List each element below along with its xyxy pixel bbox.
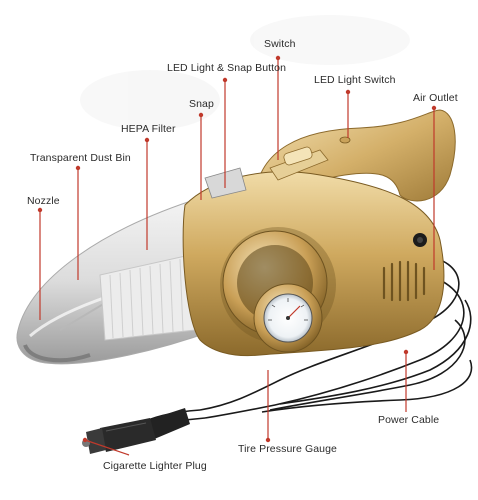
- label-air-outlet: Air Outlet: [413, 92, 458, 104]
- leader-dots: [37, 55, 437, 443]
- label-cigarette-lighter-plug: Cigarette Lighter Plug: [103, 460, 207, 472]
- label-led-light-switch: LED Light Switch: [314, 74, 396, 86]
- label-nozzle: Nozzle: [27, 195, 60, 207]
- leader-lines: [39, 58, 435, 456]
- vacuum-body-drawing: [182, 109, 456, 357]
- cigarette-lighter-plug-drawing: [82, 408, 190, 454]
- label-power-cable: Power Cable: [378, 414, 440, 426]
- label-transparent-dust-bin: Transparent Dust Bin: [30, 152, 131, 164]
- label-hepa-filter: HEPA Filter: [121, 123, 176, 135]
- background-watermark: [80, 15, 410, 130]
- label-switch: Switch: [264, 38, 296, 50]
- label-tire-pressure-gauge: Tire Pressure Gauge: [238, 443, 337, 455]
- label-snap: Snap: [189, 98, 214, 110]
- label-led-light-snap-button: LED Light & Snap Button: [167, 62, 287, 74]
